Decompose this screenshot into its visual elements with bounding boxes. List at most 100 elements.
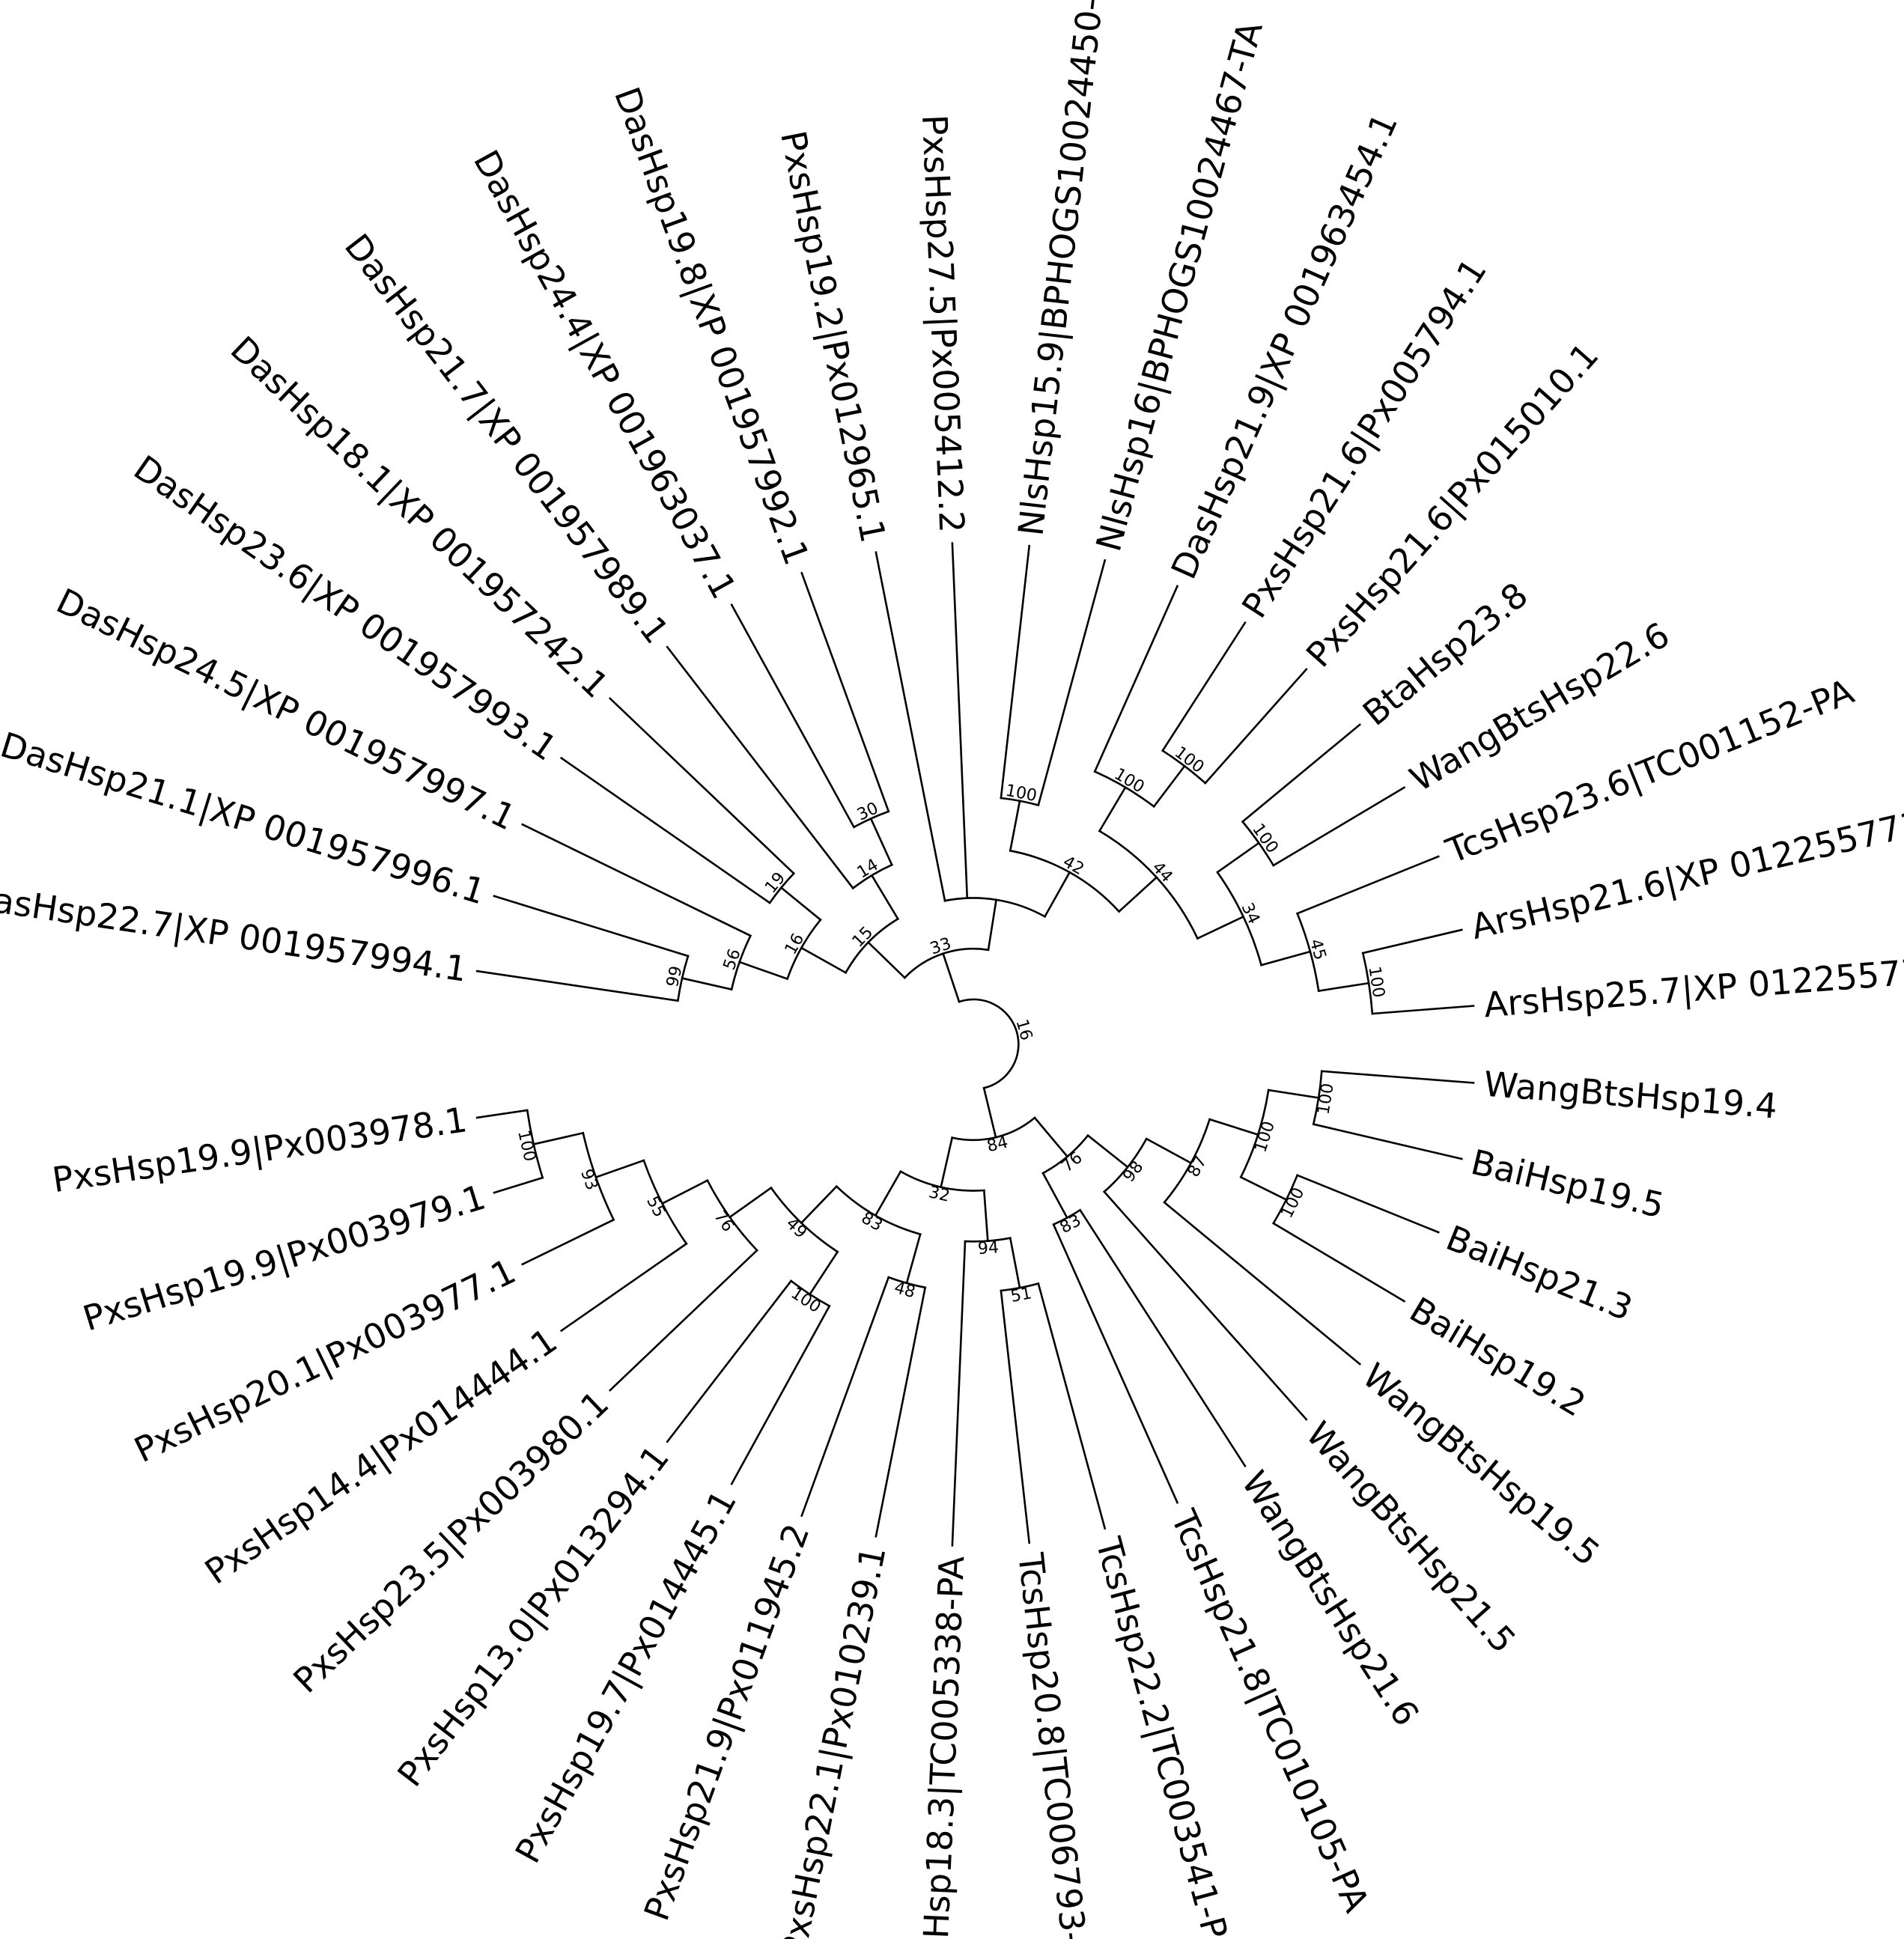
leaf-label: TcsHsp20.8|TC006793-PA [1009, 1550, 1099, 1939]
branch-11 [475, 970, 679, 1002]
branch-35 [1117, 876, 1158, 913]
support-value: 100 [1315, 1082, 1338, 1115]
leaf-label: TcsHsp18.3|TC005338-PA [913, 1555, 973, 1939]
branch-14 [779, 886, 822, 922]
leaf-label: PxsHsp27.5|Px005412.2 [913, 114, 972, 534]
branch-18 [870, 874, 900, 921]
leaf-label: DasHsp22.7|XP 001957994.1 [0, 876, 469, 990]
branch-114 [475, 1109, 529, 1119]
branch-79 [1078, 1208, 1247, 1467]
branch-77 [1041, 1172, 1068, 1220]
branch-65 [1208, 1118, 1259, 1136]
branch-37 [1098, 785, 1127, 832]
branch-102 [728, 1186, 773, 1219]
branch-89 [951, 1240, 967, 1547]
node-arc-0 [958, 998, 1020, 1089]
node-arc-45 [1216, 871, 1263, 967]
branch-27 [875, 551, 946, 902]
support-value: 34 [1237, 900, 1263, 927]
support-value: 56 [720, 946, 745, 972]
branch-76 [1102, 1190, 1308, 1421]
support-value: 100 [514, 1128, 539, 1163]
support-value: 84 [985, 1133, 1010, 1156]
branch-20 [666, 645, 855, 890]
node-arc-97 [770, 1186, 839, 1253]
branch-23 [730, 603, 856, 829]
support-value: 100 [1171, 743, 1208, 777]
leaf-label: NlsHsp15.9|BPHOGS10024450-TA [1010, 0, 1116, 538]
support-value: 100 [1364, 965, 1387, 999]
tree-branches [475, 542, 1475, 1547]
support-value: 100 [1277, 1185, 1308, 1222]
branch-52 [1296, 855, 1440, 915]
branch-80 [1052, 1223, 1179, 1504]
support-value: 51 [1009, 1284, 1033, 1306]
support-value: 42 [1059, 853, 1087, 879]
node-arc-112 [526, 1109, 544, 1179]
branch-101 [666, 1279, 793, 1443]
node-arc-62 [1102, 1137, 1148, 1193]
node-arc-103 [706, 1178, 758, 1252]
leaf-label: PxsHsp13.0|Px013294.1 [389, 1437, 678, 1794]
branch-108 [594, 1159, 645, 1179]
support-value: 76 [710, 1208, 737, 1235]
branch-113 [493, 1176, 544, 1194]
support-value: 33 [928, 934, 953, 959]
node-arc-6 [785, 918, 822, 981]
branch-49 [1272, 786, 1406, 867]
branch-105 [660, 1178, 709, 1205]
node-arc-64 [1163, 1118, 1211, 1204]
branch-98 [808, 1250, 839, 1296]
support-value: 55 [642, 1193, 669, 1220]
branch-21 [869, 817, 893, 866]
node-arc-38 [1093, 770, 1156, 809]
branch-107 [559, 1242, 688, 1333]
branch-111 [532, 1131, 585, 1145]
support-value: 30 [854, 799, 881, 824]
leaf-label: BaiHsp21.3 [1441, 1217, 1638, 1328]
branch-94 [875, 1286, 927, 1538]
branch-9 [681, 977, 733, 991]
branch-90 [874, 1170, 902, 1217]
branch-7 [738, 961, 789, 981]
branch-12 [493, 895, 690, 958]
branch-55 [1361, 928, 1463, 955]
support-value: 16 [1012, 1017, 1035, 1043]
support-value: 83 [858, 1208, 886, 1235]
support-value: 99 [663, 964, 687, 989]
branch-13 [521, 823, 752, 937]
leaf-label: PxsHsp21.6|Px005794.1 [1234, 252, 1495, 626]
branch-43 [1203, 668, 1308, 785]
branch-95 [800, 1276, 890, 1518]
branch-70 [1312, 1123, 1463, 1160]
support-value: 45 [1306, 937, 1330, 963]
node-arc-109 [582, 1131, 615, 1222]
support-value: 100 [1251, 1119, 1279, 1155]
branch-67 [1267, 1089, 1320, 1099]
branch-53 [1317, 981, 1370, 993]
branch-39 [1093, 585, 1179, 773]
branch-5 [800, 946, 848, 975]
leaf-label: PxsHsp14.4|Px014444.1 [198, 1320, 565, 1592]
node-arc-51 [1296, 912, 1320, 993]
branch-57 [982, 1086, 997, 1139]
support-value: 100 [1111, 765, 1148, 797]
node-arc-60 [1041, 1133, 1089, 1175]
branch-28 [951, 542, 969, 899]
branch-44 [1196, 915, 1245, 940]
support-value: 98 [1119, 1157, 1147, 1185]
node-arc-26 [943, 897, 1047, 919]
branch-46 [1216, 841, 1261, 874]
support-value: 100 [1248, 821, 1282, 857]
support-value: 48 [892, 1279, 917, 1303]
node-arc-2 [903, 947, 990, 979]
branch-104 [608, 1249, 758, 1392]
branch-75 [1163, 1201, 1362, 1366]
support-value: 32 [927, 1183, 952, 1206]
branch-40 [1152, 764, 1186, 809]
branch-85 [1009, 1237, 1021, 1289]
node-arc-19 [851, 863, 893, 890]
branch-83 [982, 1189, 989, 1242]
